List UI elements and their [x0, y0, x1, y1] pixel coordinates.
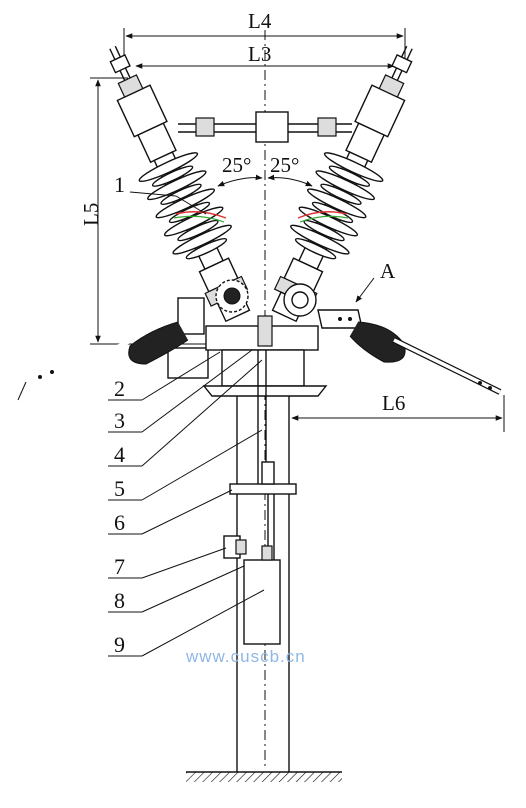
callout-5: 5 [108, 429, 263, 501]
watermark: www.cuscb.cn [185, 647, 306, 666]
l5-label: L5 [79, 203, 103, 226]
callout-4: 4 [108, 359, 263, 467]
dimension-l6: L6 [291, 391, 505, 432]
angle-annotation: 25° 25° [217, 153, 313, 187]
callout-8: 8 [108, 565, 245, 613]
callout-3: 3 [108, 349, 253, 433]
callout-1: 1 [114, 172, 207, 215]
callout-6: 6 [108, 489, 233, 535]
l4-label: L4 [248, 9, 272, 33]
view-a-arrow: A [355, 259, 396, 303]
angle-right-label: 25° [270, 153, 299, 177]
svg-text:8: 8 [114, 588, 125, 613]
svg-text:1: 1 [114, 172, 125, 197]
l6-label: L6 [382, 391, 405, 415]
dimension-l3: L3 [135, 42, 395, 69]
left-lead [17, 321, 189, 401]
svg-text:7: 7 [114, 554, 125, 579]
angle-left-label: 25° [222, 153, 251, 177]
svg-text:3: 3 [114, 408, 125, 433]
view-a-label: A [380, 259, 396, 283]
callout-7: 7 [108, 547, 227, 579]
svg-text:6: 6 [114, 510, 125, 535]
svg-text:5: 5 [114, 476, 125, 501]
ground-symbol [186, 771, 342, 782]
svg-text:4: 4 [114, 442, 125, 467]
right-insulator [254, 33, 440, 330]
base-mechanism [167, 279, 363, 397]
callout-9: 9 [108, 589, 265, 657]
svg-text:9: 9 [114, 632, 125, 657]
svg-text:2: 2 [114, 376, 125, 401]
l3-label: L3 [248, 42, 271, 66]
callout-2: 2 [108, 351, 221, 401]
right-lead [349, 321, 502, 395]
dimension-l4: L4 [123, 9, 406, 60]
support-post [223, 350, 297, 772]
top-linkage [178, 111, 352, 143]
insulator-color-bands [173, 211, 349, 223]
